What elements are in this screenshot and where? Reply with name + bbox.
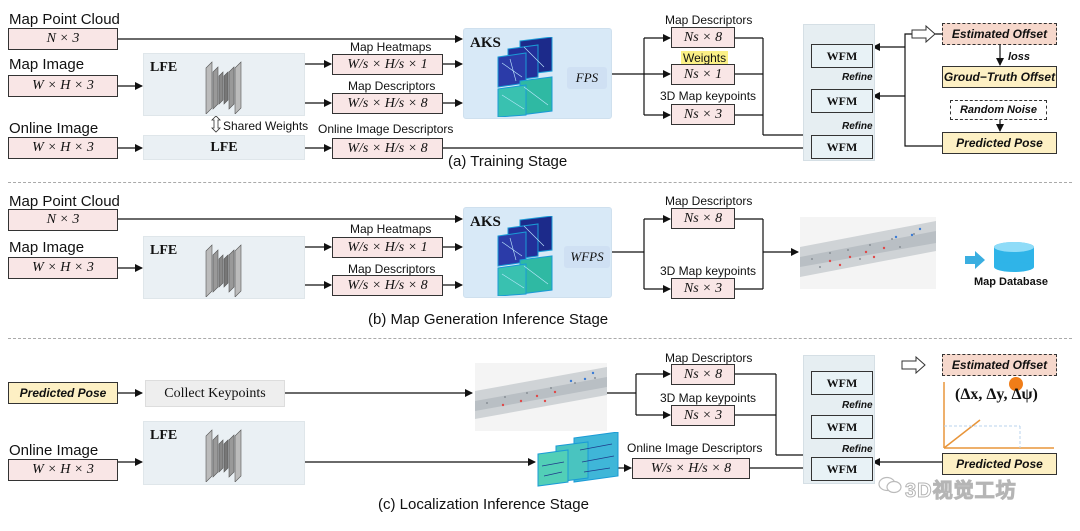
aks-label: AKS — [470, 214, 501, 230]
online-image-descriptors-label: Online Image Descriptors — [318, 122, 454, 136]
map-heatmaps-dim: W/s × H/s × 1 — [332, 237, 443, 258]
keypoints-dim: Ns × 3 — [671, 104, 735, 125]
feature-maps-icon — [497, 37, 553, 117]
keypoints-label: 3D Map keypoints — [660, 391, 757, 405]
encoder-blocks-icon — [205, 429, 242, 482]
feature-maps-icon — [497, 216, 553, 296]
ground-truth-offset-box: Groud−Truth Offset — [942, 66, 1057, 88]
map-image-dim: W × H × 3 — [8, 75, 118, 97]
lfe-encoder: LFE — [143, 236, 305, 299]
caption-training: (a) Training Stage — [448, 153, 568, 170]
out-map-descriptors-label: Map Descriptors — [665, 351, 753, 365]
caption-localization: (c) Localization Inference Stage — [378, 496, 589, 513]
map-heatmaps-label: Map Heatmaps — [350, 40, 432, 54]
caption-generation: (b) Map Generation Inference Stage — [368, 311, 609, 328]
online-image-dim: W × H × 3 — [8, 137, 118, 159]
weights-label: Weights — [681, 51, 729, 65]
map-image-dim: W × H × 3 — [8, 257, 118, 279]
predicted-pose-input-box: Predicted Pose — [8, 382, 118, 404]
stage-divider — [8, 182, 1072, 183]
map-descriptors-dim: W/s × H/s × 8 — [332, 93, 443, 114]
out-map-descriptors-dim: Ns × 8 — [671, 27, 735, 48]
wfm-block: WFM — [811, 135, 873, 159]
estimated-offset-box: Estimated Offset — [942, 23, 1057, 45]
map-point-cloud-label: Map Point Cloud — [9, 11, 120, 28]
out-map-descriptors-dim: Ns × 8 — [671, 208, 735, 229]
map-descriptors-label: Map Descriptors — [348, 79, 436, 93]
refine-label: Refine — [842, 72, 873, 83]
lfe-label: LFE — [150, 60, 178, 75]
lfe-encoder-bottom: LFE — [143, 135, 305, 160]
stage-divider — [8, 338, 1072, 339]
wechat-icon — [878, 476, 902, 494]
map-descriptors-dim: W/s × H/s × 8 — [332, 275, 443, 296]
offset-formula: (Δx, Δy, Δψ) — [955, 386, 1038, 403]
refine-label: Refine — [842, 400, 873, 411]
keypoints-label: 3D Map keypoints — [660, 89, 757, 103]
keypoints-dim: Ns × 3 — [671, 278, 735, 299]
map-heatmaps-dim: W/s × H/s × 1 — [332, 54, 443, 75]
map-image-label: Map Image — [9, 56, 85, 73]
map-point-cloud-dim: N × 3 — [8, 209, 118, 231]
wfm-block: WFM — [811, 44, 873, 68]
online-image-label: Online Image — [9, 442, 99, 459]
weights-dim: Ns × 1 — [671, 64, 735, 85]
fps-label: FPS — [567, 67, 607, 89]
map-image-label: Map Image — [9, 239, 85, 256]
database-icon — [994, 242, 1034, 272]
online-image-dim: W × H × 3 — [8, 459, 118, 481]
estimated-offset-box: Estimated Offset — [942, 354, 1057, 376]
aks-label: AKS — [470, 35, 501, 51]
aks-module: AKS FPS — [463, 28, 612, 119]
wfm-block: WFM — [811, 457, 873, 481]
keypoints-label: 3D Map keypoints — [660, 264, 757, 278]
collect-keypoints-box: Collect Keypoints — [145, 380, 285, 407]
refine-label: Refine — [842, 444, 873, 455]
map-heatmaps-label: Map Heatmaps — [350, 222, 432, 236]
keypoints-dim: Ns × 3 — [671, 405, 735, 426]
out-map-descriptors-dim: Ns × 8 — [671, 364, 735, 385]
online-feature-maps-icon — [537, 432, 619, 487]
lfe-encoder: LFE — [143, 421, 305, 485]
online-image-label: Online Image — [9, 120, 99, 137]
encoder-blocks-icon — [205, 244, 242, 297]
predicted-pose-box: Predicted Pose — [942, 453, 1057, 475]
out-map-descriptors-label: Map Descriptors — [665, 13, 753, 27]
map-point-cloud-dim: N × 3 — [8, 28, 118, 50]
predicted-pose-box: Predicted Pose — [942, 132, 1057, 154]
online-image-descriptors-dim: W/s × H/s × 8 — [632, 458, 750, 479]
lfe-encoder-top: LFE — [143, 53, 305, 116]
collect-keypoints-label: Collect Keypoints — [164, 385, 266, 401]
lfe-label: LFE — [150, 428, 178, 443]
map-database-label: Map Database — [974, 276, 1048, 288]
wfm-block: WFM — [811, 89, 873, 113]
shared-weights-label: Shared Weights — [223, 119, 309, 133]
watermark-text: 3D视觉工坊 — [905, 480, 1017, 503]
lfe-label: LFE — [150, 243, 178, 258]
refine-label: Refine — [842, 121, 873, 132]
point-cloud-map-image — [800, 217, 936, 289]
map-point-cloud-label: Map Point Cloud — [9, 193, 120, 210]
random-noise-box: Random Noise — [950, 100, 1047, 120]
encoder-blocks-icon — [205, 61, 242, 114]
lfe-label: LFE — [210, 139, 238, 155]
wfps-label: WFPS — [564, 246, 610, 268]
wfm-block: WFM — [811, 371, 873, 395]
online-image-descriptors-dim: W/s × H/s × 8 — [332, 138, 443, 159]
out-map-descriptors-label: Map Descriptors — [665, 194, 753, 208]
loss-label: loss — [1008, 51, 1031, 63]
aks-module: AKS WFPS — [463, 207, 612, 298]
point-cloud-map-image — [475, 363, 607, 431]
map-descriptors-label: Map Descriptors — [348, 262, 436, 276]
coordinate-axes-icon — [943, 377, 1054, 449]
wfm-block: WFM — [811, 415, 873, 439]
online-image-descriptors-label: Online Image Descriptors — [627, 441, 763, 455]
